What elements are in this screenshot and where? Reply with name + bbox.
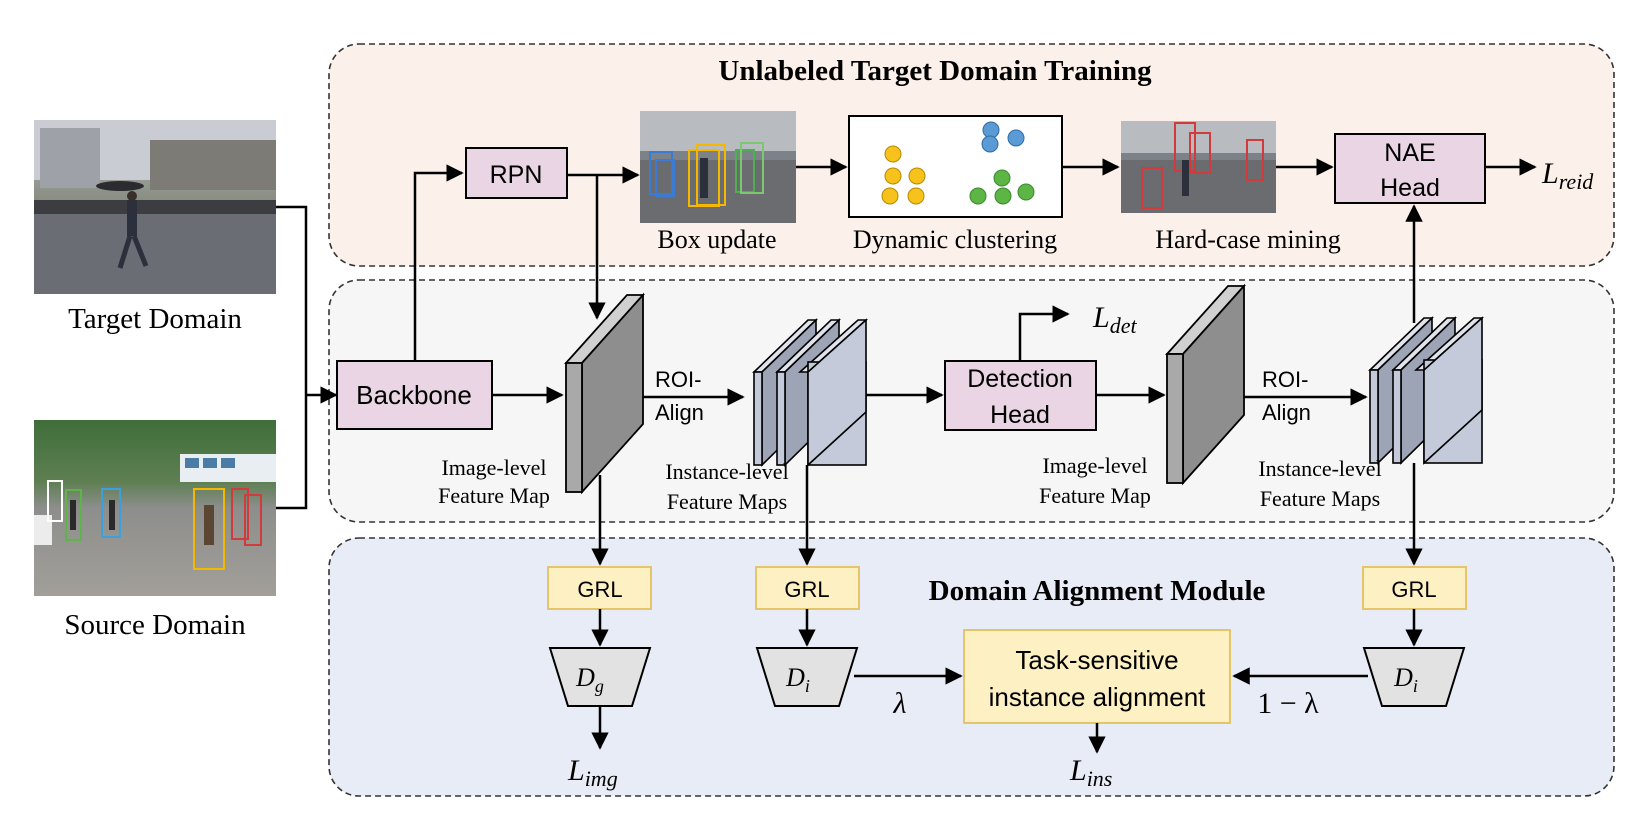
- l-ins-main: L: [1069, 754, 1087, 787]
- detection-to-ldet-arrow: [1018, 305, 1070, 361]
- image-level-label-2a: Image-level: [1042, 453, 1147, 478]
- instance-level-label-2b: Feature Maps: [1260, 486, 1380, 511]
- target-to-backbone-line: [276, 205, 308, 395]
- nae-head-label-line2: Head: [1380, 174, 1440, 202]
- l-reid-sub: reid: [1559, 169, 1595, 194]
- instance-level-label-1a: Instance-level: [665, 459, 788, 484]
- clustering-box: [848, 115, 1063, 218]
- rpn-box: [465, 147, 568, 199]
- roi-align-1a: ROI-: [655, 367, 701, 392]
- task-sensitive-box: [963, 629, 1231, 724]
- source-domain-image: [34, 420, 276, 596]
- hard-case-image: [1121, 121, 1276, 213]
- target-domain-image: [34, 120, 276, 294]
- l-reid-label: Lreid: [1541, 157, 1594, 194]
- l-img-main: L: [567, 754, 585, 787]
- backbone-box: [336, 360, 493, 430]
- l-reid-main: L: [1541, 157, 1559, 190]
- roi-align-2b: Align: [1262, 400, 1311, 425]
- instance-level-label-1b: Feature Maps: [667, 489, 787, 514]
- grl-label-2: GRL: [784, 577, 829, 602]
- lambda-label: λ: [893, 687, 907, 720]
- nae-head-label-line1: NAE: [1384, 139, 1435, 167]
- backbone-to-rpn-arrow: [413, 164, 464, 362]
- discriminator-di-2: [1362, 647, 1466, 707]
- source-domain-label: Source Domain: [64, 609, 246, 641]
- rpn-label: RPN: [490, 161, 543, 189]
- di1-label: Di: [785, 663, 810, 696]
- task-sensitive-line2: instance alignment: [989, 682, 1207, 712]
- l-ins-label: Lins: [1069, 754, 1112, 791]
- dynamic-clustering-label: Dynamic clustering: [853, 225, 1057, 254]
- one-minus-lambda-label: 1 − λ: [1257, 687, 1319, 720]
- discriminator-dg: [548, 647, 652, 707]
- detection-head-line2: Head: [990, 401, 1050, 429]
- instance-level-feature-maps-2: [1368, 316, 1485, 465]
- bottom-panel-title: Domain Alignment Module: [929, 575, 1266, 607]
- di2-main: D: [1393, 663, 1413, 692]
- backbone-label: Backbone: [356, 380, 472, 410]
- image-level-label-1b: Feature Map: [438, 483, 550, 508]
- l-det-label: Ldet: [1092, 301, 1137, 338]
- image-level-feature-map-1: [563, 292, 646, 495]
- dg-main: D: [575, 663, 595, 692]
- detection-head-line1: Detection: [967, 365, 1073, 393]
- task-sensitive-line1: Task-sensitive: [1015, 645, 1178, 675]
- instance-level-label-2a: Instance-level: [1258, 456, 1381, 481]
- dg-sub: g: [595, 676, 604, 696]
- di1-sub: i: [805, 676, 810, 696]
- l-det-main: L: [1092, 301, 1110, 334]
- nae-head-box: [1334, 133, 1486, 204]
- l-img-sub: img: [585, 766, 618, 791]
- discriminator-di-1: [755, 647, 859, 707]
- box-update-label: Box update: [657, 225, 776, 254]
- l-ins-sub: ins: [1087, 766, 1113, 791]
- di2-sub: i: [1413, 676, 1418, 696]
- l-img-label: Limg: [567, 754, 618, 791]
- l-det-sub: det: [1110, 313, 1138, 338]
- target-domain-label: Target Domain: [68, 303, 242, 335]
- di1-main: D: [785, 663, 805, 692]
- dg-label: Dg: [575, 663, 604, 696]
- image-level-label-2b: Feature Map: [1039, 483, 1151, 508]
- source-to-backbone-line: [276, 395, 308, 510]
- grl-box-2: [755, 566, 860, 610]
- box-update-image: [640, 111, 796, 223]
- cluster-green: [969, 169, 1035, 205]
- grl-label-1: GRL: [577, 577, 622, 602]
- cluster-blue: [981, 121, 1025, 153]
- hard-case-mining-label: Hard-case mining: [1155, 225, 1341, 254]
- instance-level-feature-maps-1: [752, 318, 869, 467]
- di2-label: Di: [1393, 663, 1418, 696]
- image-level-label-1a: Image-level: [441, 455, 546, 480]
- roi-align-1b: Align: [655, 400, 704, 425]
- image-level-feature-map-2: [1164, 283, 1247, 486]
- grl-box-3: [1362, 566, 1467, 610]
- grl-label-3: GRL: [1391, 577, 1436, 602]
- roi-align-2a: ROI-: [1262, 367, 1308, 392]
- top-panel-title: Unlabeled Target Domain Training: [718, 55, 1152, 87]
- cluster-yellow: [881, 145, 926, 205]
